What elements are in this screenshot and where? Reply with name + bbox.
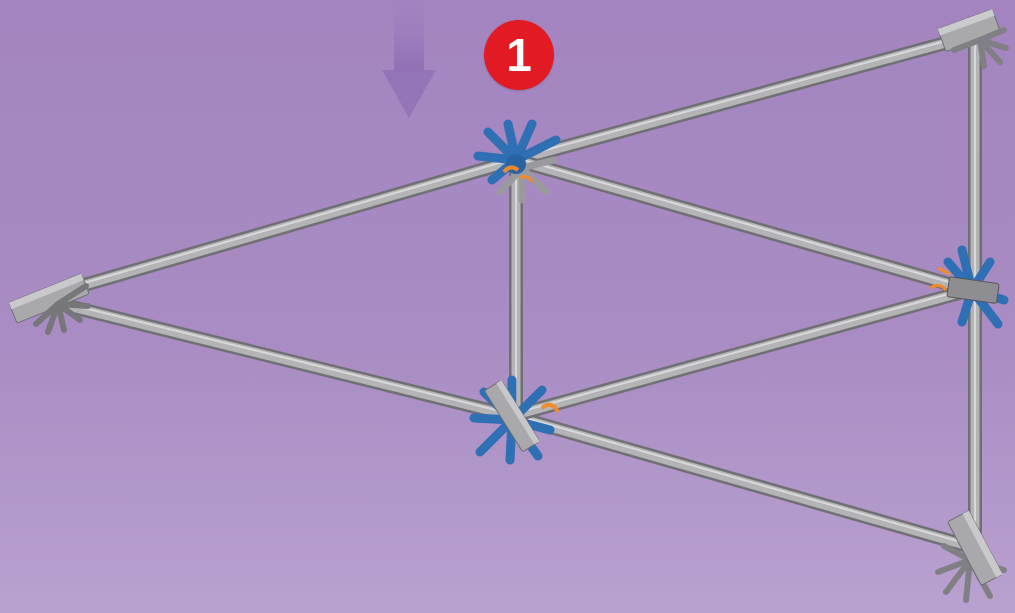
rod-5 [510,411,977,553]
gray-connector-left [8,273,91,335]
rod-5-highlight [511,413,976,547]
rod-2 [514,30,977,165]
rod-1-highlight [59,157,517,291]
blue-connector-top [473,119,561,204]
gray-connector-top-right [937,9,1009,69]
rods [58,28,982,555]
rod-8 [510,285,972,421]
rod-7 [514,155,972,295]
rod-7-highlight [515,157,971,289]
rod-4 [58,299,514,421]
rod-4-highlight [59,301,513,415]
rod-2-highlight [515,32,976,159]
blue-connector-right [929,245,1009,329]
down-arrow-icon [382,0,436,118]
step-number-badge: 1 [484,20,554,90]
rod-1 [58,155,518,297]
blue-connector-bottom [469,375,560,465]
rod-8-highlight [511,287,971,415]
gray-connector-bottom-right [935,510,1007,603]
